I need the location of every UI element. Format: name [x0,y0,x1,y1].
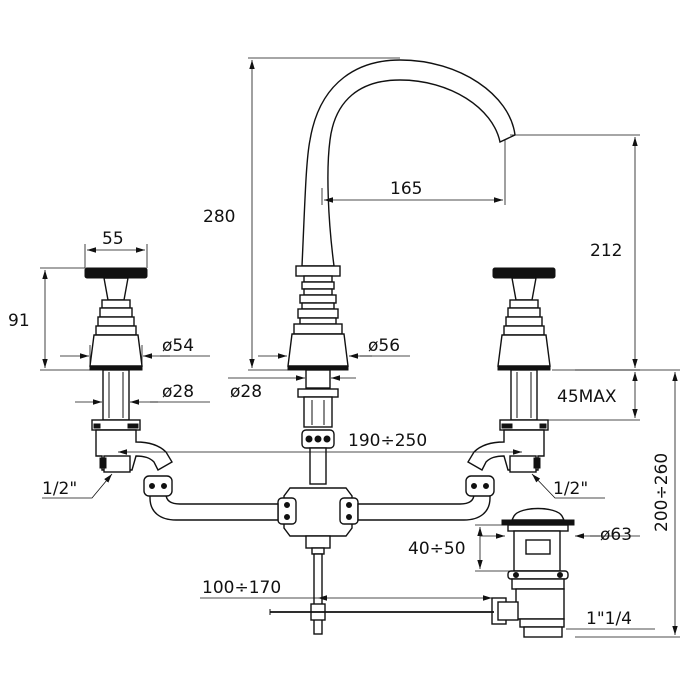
popup-waste [491,507,575,638]
center-shank [297,369,339,485]
right-handle [492,267,556,371]
left-handle [84,267,148,371]
pull-rod [269,553,494,635]
dim-center-distance: 190÷250 [348,431,427,451]
dim-valve-diameter-center: ø28 [230,382,262,402]
dim-max-deck-thickness: 45MAX [557,387,617,407]
dim-spout-base-diameter: ø56 [368,336,400,356]
dim-linkage-length: 100÷170 [202,578,281,598]
dim-inlet-left: 1/2" [42,479,77,499]
connecting-hoses [143,475,495,521]
spout [300,59,516,267]
mixing-body [277,487,359,555]
dim-inlet-right: 1/2" [553,479,588,499]
dim-handle-width: 55 [102,229,124,249]
spout-body [287,265,349,371]
dim-spout-reach: 165 [390,179,422,199]
dim-drain-range: 40÷50 [408,539,466,559]
right-shank [467,369,549,473]
dim-below-deck-height: 200÷260 [652,453,672,532]
dim-handle-height: 91 [8,311,30,331]
dim-spout-height: 280 [203,207,235,227]
left-shank [91,369,173,473]
dim-waste-thread: 1"1/4 [586,609,632,629]
dimension-lines [40,57,680,638]
dim-drain-diameter: ø63 [600,525,632,545]
dim-valve-diameter-left: ø28 [162,382,194,402]
dim-handle-diameter: ø54 [162,336,194,356]
dim-outlet-height: 212 [590,241,622,261]
